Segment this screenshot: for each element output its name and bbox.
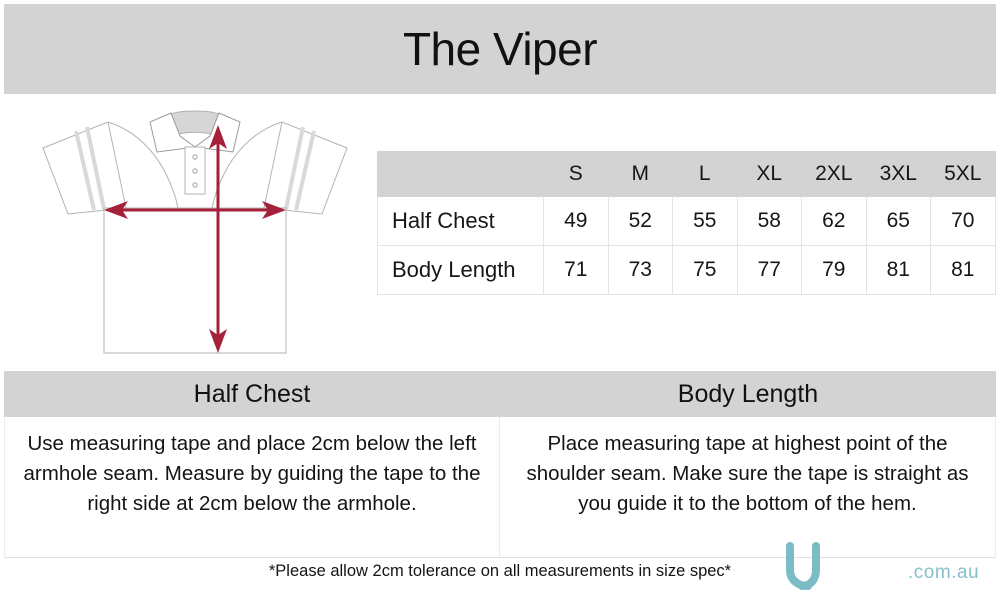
instruction-panel-bodies: Use measuring tape and place 2cm below t… (4, 417, 996, 558)
half-chest-2xl: 62 (801, 196, 867, 246)
main-content-area: S M L XL 2XL 3XL 5XL Half Chest 49 52 55… (0, 96, 1000, 368)
polo-shirt-measurement-diagram (30, 100, 360, 362)
size-header-l: L (672, 151, 738, 197)
table-corner-cell (377, 151, 544, 197)
right-shoulder-seam (211, 121, 283, 209)
instruction-panel-headers: Half Chest Body Length (4, 371, 996, 417)
half-chest-arrowhead-right (262, 201, 286, 219)
body-length-3xl: 81 (865, 245, 931, 295)
placket-button-2 (192, 168, 198, 174)
right-sleeve-stripe-outer (294, 130, 316, 211)
left-sleeve-stripe-outer (74, 130, 96, 211)
right-sleeve-stripe-inner (284, 126, 305, 210)
half-chest-s: 49 (543, 196, 609, 246)
half-chest-arrow (104, 201, 286, 219)
body-length-5xl: 81 (930, 245, 996, 295)
size-header-xl: XL (736, 151, 802, 197)
shirt-body-rect (103, 207, 287, 354)
panel-body-body-length: Place measuring tape at highest point of… (500, 417, 995, 557)
half-chest-xl: 58 (736, 196, 802, 246)
panel-title-body-length: Body Length (677, 379, 819, 408)
instruction-panels: Half Chest Body Length Use measuring tap… (4, 371, 996, 558)
body-length-arrow (209, 125, 227, 353)
placket-button-3 (192, 182, 198, 188)
left-shoulder-seam (107, 121, 179, 209)
body-length-m: 73 (607, 245, 673, 295)
half-chest-l: 55 (672, 196, 738, 246)
body-length-arrowhead-bottom (209, 329, 227, 353)
table-row: Body Length 71 73 75 77 79 81 81 (377, 245, 996, 295)
panel-title-half-chest: Half Chest (193, 379, 311, 408)
button-placket (184, 146, 206, 195)
size-header-m: M (607, 151, 673, 197)
panel-body-half-chest: Use measuring tape and place 2cm below t… (5, 417, 500, 557)
body-length-xl: 77 (736, 245, 802, 295)
size-header-5xl: 5XL (930, 151, 996, 197)
size-header-s: S (543, 151, 609, 197)
left-sleeve-stripe-inner (85, 126, 106, 210)
panel-text-body-length: Place measuring tape at highest point of… (526, 432, 969, 515)
half-chest-arrowhead-left (104, 201, 128, 219)
body-length-s: 71 (543, 245, 609, 295)
row-label-half-chest: Half Chest (377, 196, 544, 246)
collar-left-leaf (149, 112, 197, 153)
size-chart-table: S M L XL 2XL 3XL 5XL Half Chest 49 52 55… (377, 151, 996, 295)
panel-text-half-chest: Use measuring tape and place 2cm below t… (23, 432, 481, 515)
title-band: The Viper (4, 4, 996, 94)
half-chest-m: 52 (607, 196, 673, 246)
body-length-arrowhead-top (209, 125, 227, 149)
size-header-2xl: 2XL (801, 151, 867, 197)
tolerance-note: *Please allow 2cm tolerance on all measu… (268, 562, 732, 580)
body-length-2xl: 79 (801, 245, 867, 295)
size-header-3xl: 3XL (865, 151, 931, 197)
shirt-outline-group (42, 110, 348, 354)
table-row: Half Chest 49 52 55 58 62 65 70 (377, 196, 996, 246)
row-label-body-length: Body Length (377, 245, 544, 295)
table-header-row: S M L XL 2XL 3XL 5XL (377, 151, 996, 197)
half-chest-3xl: 65 (865, 196, 931, 246)
page-title: The Viper (402, 23, 598, 75)
body-length-l: 75 (672, 245, 738, 295)
half-chest-5xl: 70 (930, 196, 996, 246)
placket-button-1 (192, 154, 198, 160)
